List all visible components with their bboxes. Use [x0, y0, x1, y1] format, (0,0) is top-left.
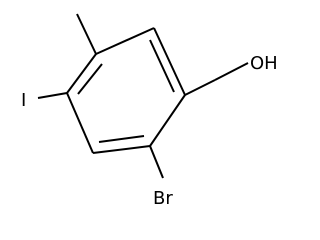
bromine-label: Br [153, 188, 173, 209]
hydroxyl-label: OH [250, 53, 278, 74]
iodine-label: I [21, 90, 26, 111]
ring-bond-top-right [153, 27, 186, 96]
atom-labels: OH Br I [21, 53, 278, 209]
substituent-bonds [37, 13, 249, 179]
ring-bond-left-upper [66, 53, 97, 94]
double-bond-top-right-inner [149, 39, 175, 93]
chemical-structure: OH Br I [21, 13, 278, 209]
ring-bond-top-left [95, 27, 155, 55]
carbinol-oxygen-bond [214, 62, 249, 81]
double-bond-left-inner [77, 63, 103, 95]
ring-bonds [66, 27, 186, 154]
ring-bond-left-lower [66, 92, 94, 154]
iodine-bond [37, 92, 68, 99]
hydroxymethyl-bond [184, 79, 216, 96]
double-bond-bottom-inner [98, 135, 145, 143]
inner-double-bonds [77, 39, 175, 143]
ring-bond-bottom [92, 145, 151, 154]
bromine-bond [149, 145, 164, 179]
methyl-bond [76, 13, 97, 55]
ring-bond-right [149, 94, 186, 147]
